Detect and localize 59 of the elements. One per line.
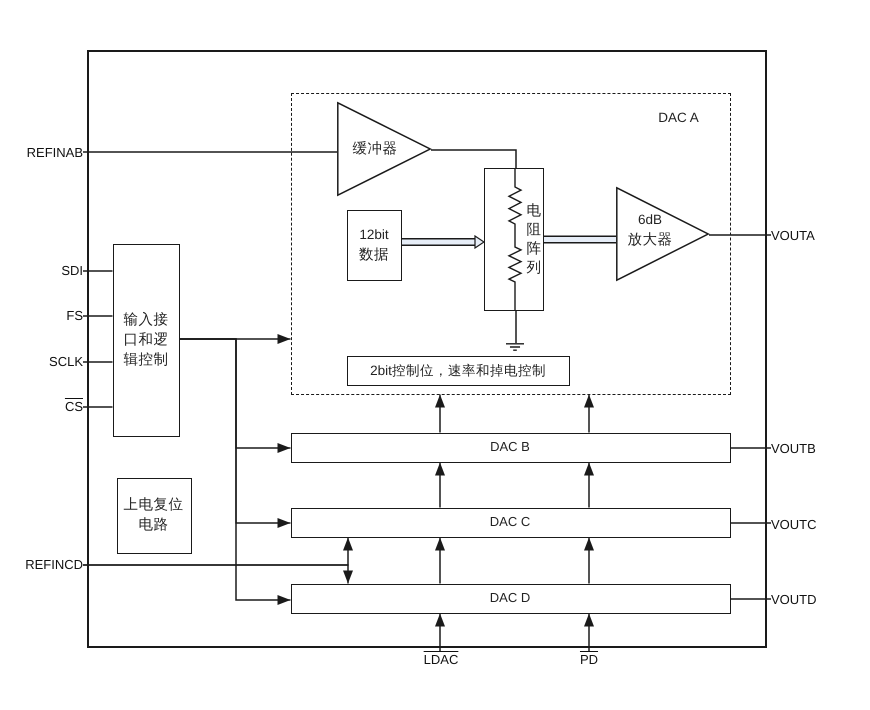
connector-line <box>83 151 337 153</box>
connector-line <box>730 522 771 524</box>
connector-line <box>730 598 771 600</box>
bus-line <box>544 236 616 244</box>
arrow <box>180 338 290 605</box>
connector-line <box>83 406 112 408</box>
channel-label: DAC D <box>490 589 530 607</box>
block-label: 上电复位电路 <box>122 496 184 535</box>
function-block <box>347 210 402 281</box>
connector-line <box>709 234 771 236</box>
connector-line <box>515 311 517 343</box>
block-label: 电阻阵列 <box>526 202 542 278</box>
block-label: 输入接口和逻辑控制 <box>122 310 170 370</box>
pin-label: REFINCD <box>25 557 83 573</box>
function-block <box>116 478 192 554</box>
pin-label: SCLK <box>49 354 83 370</box>
dac-channel-bar <box>290 432 730 462</box>
channel-frame <box>290 92 730 394</box>
pin-label: LDAC <box>424 652 458 668</box>
resistor-array-box <box>484 168 544 311</box>
pin-label: VOUTD <box>771 592 816 608</box>
amplifier-label: 缓冲器 <box>352 140 398 159</box>
arrow <box>435 462 445 508</box>
arrow <box>584 614 594 652</box>
block-label: 2bit控制位，速率和掉电控制 <box>370 362 546 380</box>
function-block <box>347 356 570 386</box>
pin-label: PD <box>580 652 598 668</box>
arrow <box>584 462 594 508</box>
pin-label: CS <box>64 399 83 415</box>
block-label: 数据 <box>359 246 389 265</box>
pin-label: VOUTA <box>771 228 815 244</box>
connector-line <box>83 361 112 363</box>
connector-line <box>730 447 771 449</box>
amplifier-label: 6dB <box>638 211 662 229</box>
pin-label: FS <box>66 308 83 324</box>
pin-label: VOUTB <box>771 441 816 457</box>
block-label: 12bit <box>359 226 389 244</box>
pin-label: REFINAB <box>26 145 83 161</box>
channel-label: DAC C <box>490 513 530 531</box>
function-block <box>112 244 180 436</box>
channel-title: DAC A <box>658 108 699 126</box>
connector-line <box>83 315 112 317</box>
amplifier-label: 放大器 <box>628 231 672 250</box>
pin-label: SDI <box>61 263 83 279</box>
bus-arrow <box>402 235 485 249</box>
dac-channel-bar <box>290 508 730 538</box>
arrow <box>584 538 594 584</box>
channel-label: DAC B <box>490 438 530 456</box>
dac-channel-bar <box>290 584 730 614</box>
arrow <box>435 538 445 584</box>
arrow <box>83 564 353 584</box>
ground-symbol <box>506 343 524 351</box>
connector-line <box>431 149 517 168</box>
connector-line <box>83 270 112 272</box>
chip-outline <box>87 50 767 648</box>
pin-label: VOUTC <box>771 517 816 533</box>
arrow <box>584 394 594 432</box>
arrow <box>435 614 445 652</box>
arrow <box>435 394 445 432</box>
